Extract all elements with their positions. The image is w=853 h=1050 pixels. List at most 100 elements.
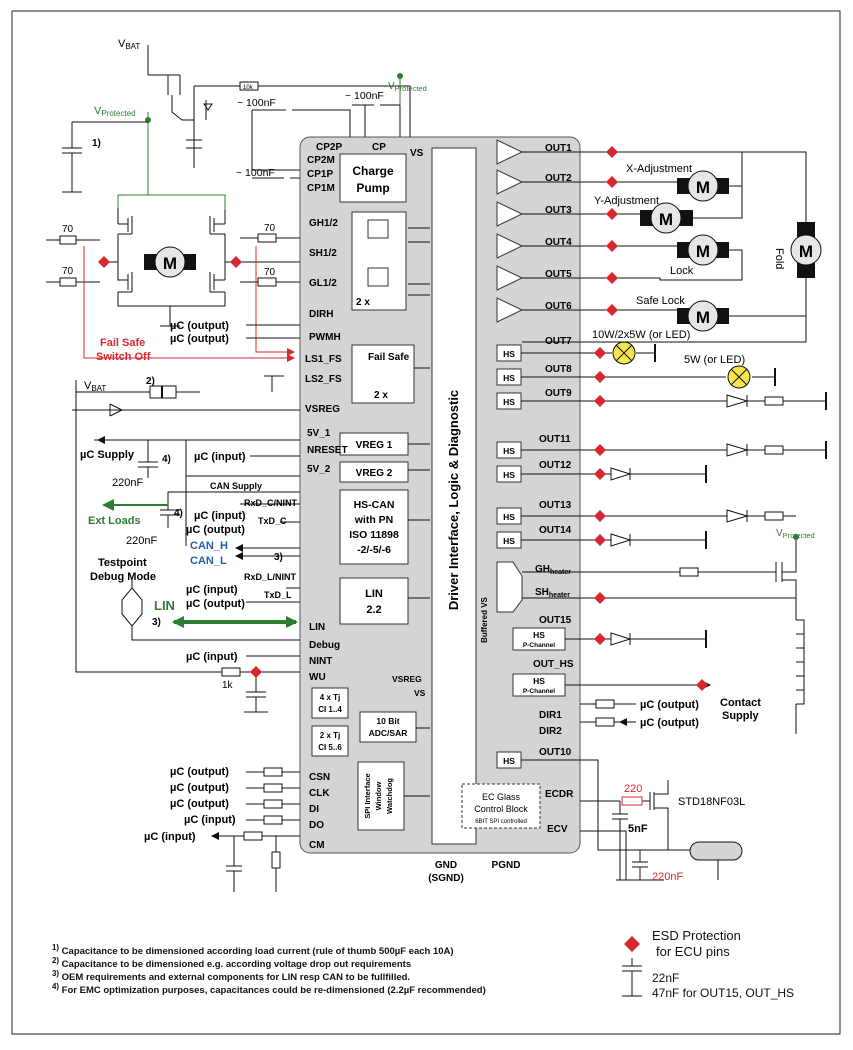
pin-gl12: GL1/2 xyxy=(309,278,337,289)
hbridge-driver-block xyxy=(351,211,407,311)
output-pin-label: OUT4 xyxy=(545,237,572,248)
testpoint-shape xyxy=(121,587,143,627)
ec-glass-line3: 6BIT SPI controlled xyxy=(475,819,527,825)
r70-c: 70 xyxy=(264,223,276,234)
footnote-1: 1) Capacitance to be dimensioned accordi… xyxy=(52,943,454,958)
hs15-line2: P-Channel xyxy=(523,642,555,649)
adc-line2: ADC/SAR xyxy=(369,728,408,738)
output-pin-label: OUT13 xyxy=(539,500,572,511)
hs-can-line4: -2/-5/-6 xyxy=(357,544,391,556)
pin-lin: LIN xyxy=(309,622,325,633)
hs7: HS xyxy=(503,349,515,359)
esd-protection-diamond xyxy=(606,208,618,220)
hs-can-block xyxy=(339,489,409,565)
legend-esd-line2: for ECU pins xyxy=(656,944,730,959)
txd-l-label: TxD_L xyxy=(264,590,292,600)
pin-sh12: SH1/2 xyxy=(309,248,337,259)
legend-cap-line1: 22nF xyxy=(652,971,680,985)
spi-block xyxy=(357,761,405,831)
pin-pwmh: PWMH xyxy=(309,332,341,343)
note3-ref: 3) xyxy=(274,552,283,563)
tj2-line1: 2 x Tj xyxy=(320,731,340,740)
hs-can-line1: HS-CAN xyxy=(354,499,395,511)
hs8: HS xyxy=(503,373,515,383)
charge-pump-line2: Pump xyxy=(356,181,389,195)
output-pin-label: DIR1 xyxy=(539,710,562,721)
spi-line2: Window xyxy=(374,782,383,811)
fail-safe-off-line2: Switch Off xyxy=(96,351,151,363)
motor-lock-m: M xyxy=(696,242,710,261)
adc-line1: 10 Bit xyxy=(376,716,399,726)
pin-clk: CLK xyxy=(309,788,330,799)
adc-vs: VS xyxy=(414,688,426,698)
output-pin-label: OUT9 xyxy=(545,388,572,399)
pin-do: DO xyxy=(309,820,324,831)
esd-protection-diamond xyxy=(594,592,606,604)
hs10: HS xyxy=(503,756,515,766)
r220-label: 220 xyxy=(624,783,642,795)
res-1k-label: 1k xyxy=(222,680,234,691)
lin-block-line2: 2.2 xyxy=(366,604,381,616)
output-drivers xyxy=(496,139,524,323)
hs13: HS xyxy=(503,512,515,522)
esd-protection-diamond xyxy=(696,679,708,691)
r70-a: 70 xyxy=(62,224,74,235)
spi-resistors xyxy=(243,767,283,869)
can-supply-label: CAN Supply xyxy=(210,481,262,491)
pin-ls1: LS1_FS xyxy=(305,354,342,365)
fail-safe-label: Fail Safe xyxy=(368,352,410,363)
ext-loads-label: Ext Loads xyxy=(88,515,141,527)
uc-input-can: µC (input) xyxy=(194,510,246,522)
footnote-4: 4) For EMC optimization purposes, capaci… xyxy=(52,982,486,997)
legend-esd-line1: ESD Protection xyxy=(652,928,741,943)
vreg1-label: VREG 1 xyxy=(356,440,393,451)
res-1k xyxy=(221,667,241,677)
adc-block xyxy=(359,711,417,743)
esd-protection-diamond xyxy=(594,468,606,480)
uc-input-cm: µC (input) xyxy=(144,831,196,843)
output-pin-label: OUT14 xyxy=(539,525,572,536)
footnote-3: 3) OEM requirements and external compone… xyxy=(52,969,411,984)
hbridge-2x: 2 x xyxy=(356,297,370,308)
esd-protection-diamond xyxy=(594,444,606,456)
motor-safelock-m: M xyxy=(696,308,710,327)
uc-output-dirh: µC (output) xyxy=(170,320,229,332)
output-pin-label: OUT6 xyxy=(545,301,572,312)
can-l-label: CAN_L xyxy=(190,555,227,567)
tj2-line2: CI 5..6 xyxy=(318,743,342,752)
rxd-c-label: RxD_C/NINT xyxy=(244,498,298,508)
contact-supply-line2: Supply xyxy=(722,710,760,722)
output-pin-label: OUT15 xyxy=(539,615,572,626)
lamp2-label: 5W (or LED) xyxy=(684,354,745,366)
uc-supply-label: µC Supply xyxy=(80,449,135,461)
hsout-line1: HS xyxy=(533,676,545,686)
ec-glass-block xyxy=(461,783,541,829)
ec-glass-line2: Control Block xyxy=(474,804,528,814)
tj1-block xyxy=(311,687,349,719)
output-pin-label: DIR2 xyxy=(539,726,562,737)
tj1-line2: CI 1..4 xyxy=(318,705,342,714)
output-pin-label: OUT8 xyxy=(545,364,572,375)
logic-column xyxy=(431,147,477,845)
contact-supply-line1: Contact xyxy=(720,697,761,709)
hs9: HS xyxy=(503,397,515,407)
c220-red-label: 220nF xyxy=(652,871,683,883)
note3b-ref: 3) xyxy=(152,617,161,628)
pgnd-label: PGND xyxy=(492,860,521,871)
pin-debug: Debug xyxy=(309,640,340,651)
output-pin-label: OUT10 xyxy=(539,747,572,758)
vprot-left-label: VProtected xyxy=(94,105,136,118)
motors: M M M M M M xyxy=(144,170,822,332)
legend-cap xyxy=(622,958,642,997)
pin-cp1m: CP1M xyxy=(307,183,335,194)
motor-hbridge-m: M xyxy=(163,254,177,273)
pin-cp2p: CP2P xyxy=(316,142,342,153)
gnd-line2: (SGND) xyxy=(428,873,464,884)
vreg2-label: VREG 2 xyxy=(356,468,393,479)
lin-bus-label: LIN xyxy=(154,598,175,613)
uc-output-can: µC (output) xyxy=(186,524,245,536)
rxd-l-label: RxD_L/NINT xyxy=(244,572,297,582)
esd-protection-diamond xyxy=(606,146,618,158)
esd-protection-diamond xyxy=(594,395,606,407)
